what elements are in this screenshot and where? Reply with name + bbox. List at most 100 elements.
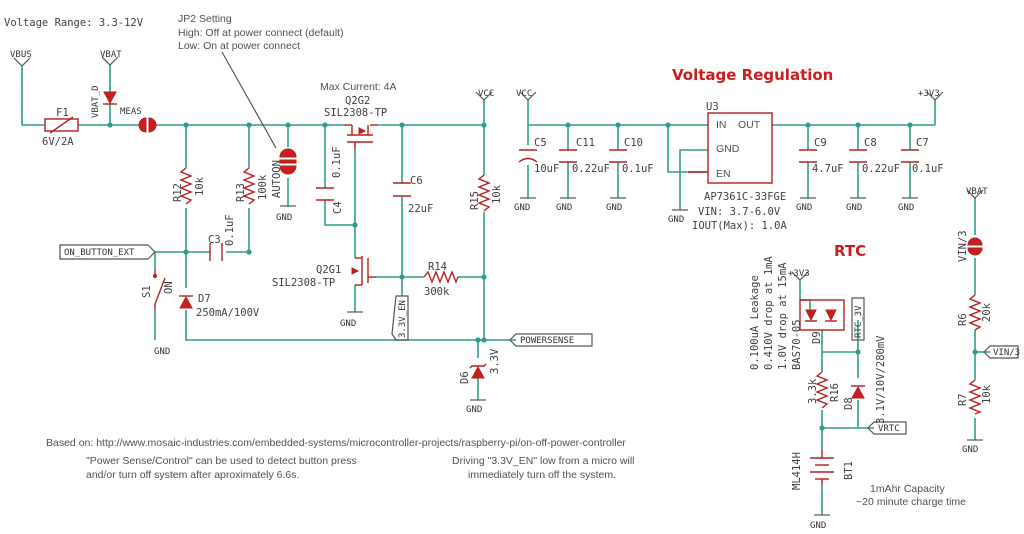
heading-voltage-regulation: Voltage Regulation	[672, 66, 833, 84]
jp2-low-note: Low: On at power connect	[178, 40, 300, 52]
power-sense-note-2: and/or turn off system after aproximatel…	[86, 469, 299, 481]
value-s1: ON	[163, 281, 175, 294]
net-flags	[59, 244, 1019, 435]
jp2-jumper	[279, 148, 297, 175]
voltage-range-note: Voltage Range: 3.3-12V	[4, 17, 144, 29]
net-on-button-ext: ON_BUTTON_EXT	[64, 248, 135, 258]
capacitors	[209, 149, 919, 261]
ref-d7: D7	[198, 293, 211, 305]
net-vbat-2: VBAT	[966, 187, 988, 197]
ref-u3: U3	[706, 101, 719, 113]
gnd-c5: GND	[514, 203, 530, 213]
ref-r16: R16	[829, 383, 841, 402]
gnd-r7: GND	[962, 445, 978, 455]
value-c5: 10uF	[534, 163, 559, 175]
value-c7: 0.1uF	[912, 163, 944, 175]
net-3v3-rtc: +3V3	[788, 269, 810, 279]
ref-r7: R7	[957, 393, 969, 406]
gnd-c10: GND	[606, 203, 622, 213]
ref-c5: C5	[534, 137, 547, 149]
net-rtc-3v: RTC_3V	[854, 305, 864, 338]
value-c8: 0.22uF	[862, 163, 900, 175]
value-f1: 6V/2A	[42, 136, 74, 148]
gnd-s1: GND	[154, 347, 170, 357]
net-meas: MEAS	[120, 107, 142, 117]
value-q2g1: SIL2308-TP	[272, 277, 335, 289]
rtc-leak-note-2: 0.410V drop at 1mA	[763, 256, 775, 370]
junctions	[107, 122, 978, 431]
value-c9: 4.7uF	[812, 163, 844, 175]
ref-c9: C9	[814, 137, 827, 149]
capacity-note-2: ~20 minute charge time	[856, 496, 966, 508]
driving-note-2: immediately turn off the system.	[468, 469, 616, 481]
value-r16: 3.3k	[807, 378, 819, 404]
net-vcc-2: VCC	[516, 89, 532, 99]
mosfet-q2g2	[344, 124, 378, 150]
pin-u3-en: EN	[716, 168, 731, 180]
max-current-note: Max Current: 4A	[320, 81, 396, 93]
value-c10: 0.1uF	[622, 163, 654, 175]
gnd-jp2: GND	[276, 213, 292, 223]
net-vrtc: VRTC	[878, 424, 900, 434]
net-powersense: POWERSENSE	[520, 336, 574, 346]
ref-bt1: BT1	[843, 461, 855, 480]
ref-f1: F1	[56, 107, 69, 119]
diode-d8	[851, 385, 865, 399]
value-d9: BAS70-05	[791, 319, 803, 370]
gnd-u3: GND	[668, 215, 684, 225]
ref-c4: C4	[332, 201, 344, 214]
battery-bt1	[810, 450, 834, 485]
ref-d6: D6	[459, 371, 471, 384]
ref-c6: C6	[410, 175, 423, 187]
value-d6: 3.3V	[489, 348, 501, 374]
ref-c10: C10	[624, 137, 643, 149]
value-bt1: ML414H	[791, 452, 803, 490]
gnd-d6: GND	[466, 405, 482, 415]
gnd-c11: GND	[556, 203, 572, 213]
jp2-high-note: High: Off at power connect (default)	[178, 27, 344, 39]
net-3v3-en: 3.3V_EN	[398, 300, 408, 338]
resistors	[179, 167, 982, 415]
gnd-symbols	[280, 197, 983, 516]
rtc-leak-note-3: 1.0V drop at 15mA	[777, 262, 789, 370]
switch-s1[interactable]	[152, 270, 166, 310]
mosfet-q2g1	[351, 256, 376, 286]
ref-s1: S1	[141, 285, 153, 298]
u3-iout-note: IOUT(Max): 1.0A	[692, 220, 788, 232]
ref-q2g1: Q2G1	[316, 264, 341, 276]
value-u3: AP7361C-33FGE	[704, 191, 786, 203]
ref-d9: D9	[811, 331, 823, 344]
ref-c3: C3	[208, 234, 221, 246]
diode-d7	[179, 295, 193, 309]
heading-rtc: RTC	[834, 242, 866, 260]
rtc-leak-note-1: 0.100uA Leakage	[749, 275, 761, 370]
ref-c8: C8	[864, 137, 877, 149]
value-r12: 10k	[194, 176, 206, 196]
gnd-q1: GND	[340, 319, 356, 329]
net-3v3-reg: +3V3	[918, 89, 940, 99]
net-vbat: VBAT	[100, 50, 122, 60]
ref-r12: R12	[172, 183, 184, 202]
power-sense-note-1: "Power Sense/Control" can be used to det…	[86, 455, 357, 467]
vin3-jumper	[967, 237, 983, 256]
diode-d9	[799, 299, 845, 331]
value-c4: 0.1uF	[331, 146, 343, 178]
jp2-title: JP2 Setting	[178, 13, 232, 25]
ref-r6: R6	[957, 313, 969, 326]
driving-note-1: Driving "3.3V_EN" low from a micro will	[452, 455, 635, 467]
value-c6: 22uF	[408, 203, 433, 215]
gnd-bt1: GND	[810, 521, 826, 531]
u3-vin-note: VIN: 3.7-6.0V	[698, 206, 781, 218]
value-r13: 100k	[257, 174, 269, 200]
pin-u3-gnd: GND	[716, 143, 740, 155]
net-vin3-flag: VIN/3	[993, 348, 1020, 358]
power-flags	[13, 56, 984, 281]
gnd-c9: GND	[796, 203, 812, 213]
value-q2g2: SIL2308-TP	[324, 107, 387, 119]
net-vcc-1: VCC	[478, 89, 494, 99]
ref-c7: C7	[916, 137, 929, 149]
jp2-pointer	[221, 51, 277, 149]
ref-q2g2: Q2G2	[345, 95, 370, 107]
based-on-note: Based on: http://www.mosaic-industries.c…	[46, 437, 626, 449]
